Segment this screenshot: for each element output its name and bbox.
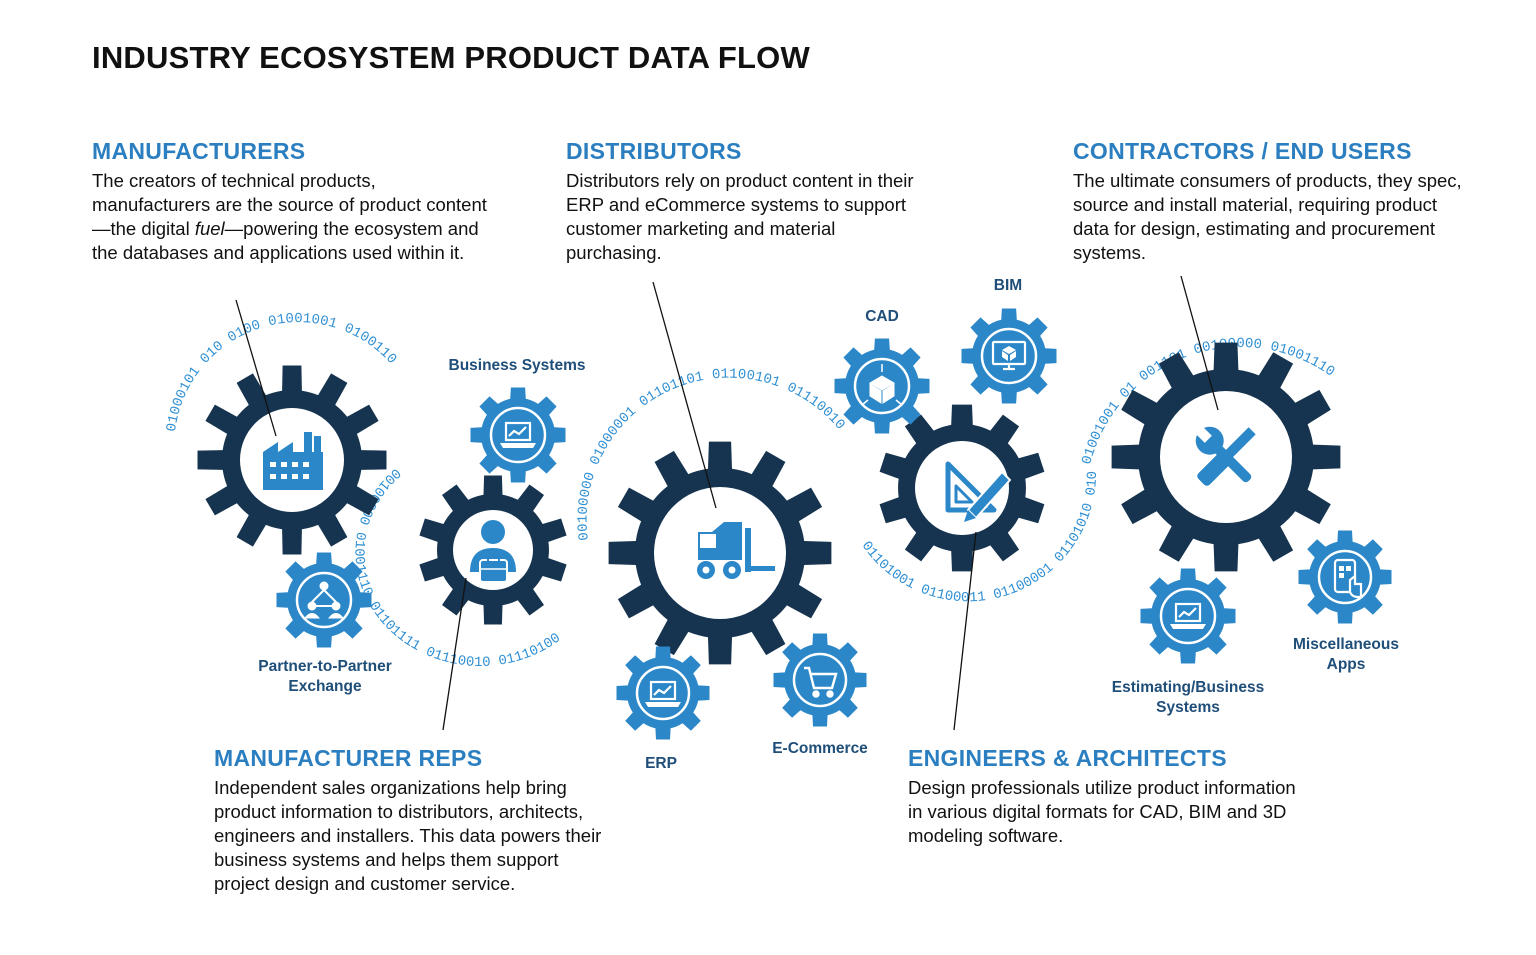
gear-ecommerce [773,633,867,727]
shopping-cart-icon [804,666,838,698]
leader-reps [442,577,467,731]
gear-engineers [879,404,1045,572]
leader-engineers [953,531,977,731]
laptop-chart-icon-business [500,421,536,448]
leader-distributors [652,281,717,509]
gear-hub [1159,587,1217,645]
label-ecommerce: E-Commerce [772,740,868,757]
factory-icon [263,432,323,490]
gear-hub [295,571,353,629]
gear-hub [792,652,848,708]
network-people-icon [303,581,345,619]
person-briefcase-icon [470,520,516,583]
distributors-text: Distributors rely on product content in … [566,170,914,263]
gear-hub [489,406,547,464]
section-engineers: ENGINEERS & ARCHITECTS Design profession… [908,745,1308,848]
leader-manufacturers [235,299,277,437]
gear-bim [961,308,1057,404]
gear-business-systems [470,387,566,483]
contractors-text: The ultimate consumers of products, they… [1073,170,1462,263]
label-estimating-line1: Estimating/Business [1112,679,1264,696]
gear-estimating [1140,568,1236,664]
page-title: INDUSTRY ECOSYSTEM PRODUCT DATA FLOW [92,40,810,75]
label-estimating-line2: Systems [1156,699,1220,716]
contractors-heading: CONTRACTORS / END USERS [1073,138,1412,164]
section-contractors: CONTRACTORS / END USERS The ultimate con… [1073,138,1473,265]
cube-icon [861,364,903,406]
engineers-heading: ENGINEERS & ARCHITECTS [908,745,1227,771]
section-distributors: DISTRIBUTORS Distributors rely on produc… [566,138,936,265]
label-partner-line2: Exchange [288,678,362,695]
gear-partner-exchange [276,552,372,648]
label-partner-line1: Partner-to-Partner [258,658,392,675]
manufacturers-heading: MANUFACTURERS [92,138,306,164]
label-erp: ERP [645,755,677,772]
manufacturers-text: The creators of technical products, manu… [92,170,487,263]
laptop-chart-icon-estimating [1170,602,1206,629]
leader-contractors [1180,275,1219,411]
monitor-cube-icon [991,340,1027,371]
label-misc-line1: Miscellaneous [1293,636,1399,653]
reps-text: Independent sales organizations help bri… [214,777,602,894]
label-business-systems: Business Systems [449,357,586,374]
reps-heading: MANUFACTURER REPS [214,745,483,771]
drafting-tools-icon [945,461,1011,522]
wrench-screwdriver-icon [1194,425,1256,486]
gear-hub [1317,549,1373,605]
mobile-app-icon [1333,558,1363,599]
leader-lines [235,275,1219,731]
label-cad: CAD [865,308,899,325]
engineers-text: Design professionals utilize product inf… [908,777,1296,846]
label-misc-line2: Apps [1327,656,1366,673]
laptop-chart-icon-erp [645,680,681,707]
section-manufacturer-reps: MANUFACTURER REPS Independent sales orga… [214,745,609,896]
distributors-heading: DISTRIBUTORS [566,138,742,164]
section-manufacturers: MANUFACTURERS The creators of technical … [92,138,492,265]
gear-misc-apps [1298,530,1392,624]
forklift-icon [697,522,775,579]
label-bim: BIM [994,277,1022,294]
gear-hub [980,327,1038,385]
